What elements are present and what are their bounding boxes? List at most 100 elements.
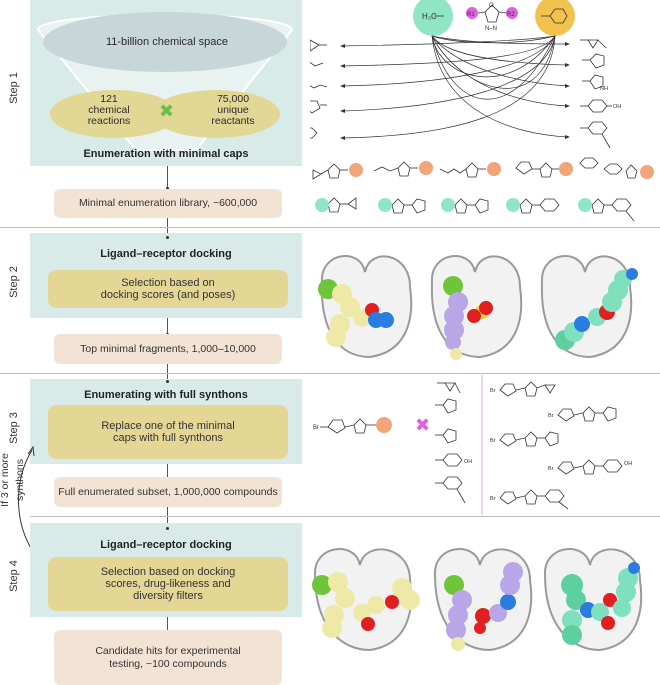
- chemical-space-text: 11-billion chemical space: [105, 36, 229, 48]
- full-products: [499, 381, 623, 510]
- step4-selection-line: scores, drug-likeness and: [105, 578, 231, 590]
- methyl-cap-circle: [413, 0, 453, 36]
- step-separator: [0, 373, 660, 374]
- step3-heading: Enumerating with full synthons: [84, 389, 248, 401]
- ethynylpyridine-fragment: [587, 121, 608, 135]
- connector-dot: [166, 187, 169, 190]
- reactions-line: chemical: [88, 104, 130, 116]
- step4-selection-line: diversity filters: [133, 590, 203, 602]
- step-separator: [0, 227, 660, 228]
- funnel-graphic: [36, 12, 294, 151]
- left-fragments: [310, 39, 328, 139]
- step3-selection-box: Replace one of the minimal caps with ful…: [48, 405, 288, 459]
- step4-result-box: Candidate hits for experimental testing,…: [54, 630, 282, 685]
- docking-pose-4: [312, 548, 420, 652]
- multiply-icon: ✖: [415, 415, 430, 435]
- step2-heading: Ligand–receptor docking: [100, 248, 232, 260]
- step3-synthon-scheme: Br ✖ OH Br Br Br Br Br OH: [313, 375, 632, 515]
- svg-text:O: O: [489, 3, 494, 9]
- bromothiophene-oxadiazole-cap: [320, 418, 376, 434]
- methylcyclopropyl-fragment: [587, 39, 599, 49]
- step2-label: Step 2: [7, 266, 20, 298]
- reactions-text: 121 chemical reactions: [60, 94, 158, 127]
- docking-pose-5: [433, 548, 533, 652]
- r1-circle: [466, 7, 478, 19]
- step4-selection-line: Selection based on docking: [100, 566, 236, 578]
- loop-arrowhead: [27, 445, 35, 457]
- reactions-ellipse: [50, 90, 178, 138]
- svg-text:OH: OH: [464, 459, 472, 465]
- orange-cap: [376, 417, 392, 433]
- step2-result-text: Top minimal fragments, 1,000–10,000: [80, 342, 256, 355]
- reactants-line: 75,000: [216, 93, 250, 105]
- step4-docking-poses: [312, 548, 643, 652]
- connector-dot: [166, 527, 169, 530]
- step3-selection-line: caps with full synthons: [112, 432, 224, 444]
- svg-text:N–N: N–N: [485, 26, 497, 32]
- connector-line: [167, 166, 168, 188]
- orange-capped-row: [312, 157, 638, 180]
- phenyl-cap-circle: [535, 0, 575, 36]
- connector-line: [167, 318, 168, 335]
- full-synthons: [435, 382, 466, 504]
- connector-line: [167, 464, 168, 478]
- svg-text:Br: Br: [490, 388, 496, 394]
- step1-result-box: Minimal enumeration library, ~600,000: [54, 189, 282, 218]
- step2-result-box: Top minimal fragments, 1,000–10,000: [54, 334, 282, 364]
- piperidine-fragment: [310, 127, 318, 139]
- reactions-line: reactions: [87, 115, 131, 127]
- step2-docking-poses: [318, 255, 638, 360]
- step-separator: [30, 516, 660, 517]
- phenyl-ring: [549, 8, 568, 24]
- multiply-icon: ✖: [159, 101, 175, 121]
- step4-result-line: Candidate hits for experimental: [95, 645, 241, 657]
- step1-result-text: Minimal enumeration library, ~600,000: [78, 197, 258, 210]
- step1-heading: Enumeration with minimal caps: [83, 148, 249, 160]
- propyl-fragment: [310, 61, 324, 67]
- pyrrol2yl-fragment: [589, 53, 605, 69]
- methyl-cap-label: H₃C: [422, 12, 437, 21]
- reactants-text: 75,000 unique reactants: [184, 94, 282, 127]
- svg-text:Br: Br: [548, 466, 554, 472]
- arrowheads: [340, 42, 570, 140]
- minimal-library-structures: [312, 157, 654, 222]
- step1-reaction-scheme: H₃C R1 R2 O N–N: [310, 0, 621, 149]
- svg-text:Br: Br: [490, 496, 496, 502]
- docking-pose-6: [543, 548, 643, 652]
- svg-text:OH: OH: [624, 461, 632, 467]
- svg-text:Br: Br: [313, 425, 319, 431]
- step3-selection-line: Replace one of the minimal: [101, 420, 235, 432]
- reactions-line: 121: [100, 93, 118, 105]
- teal-capped-row: [327, 197, 635, 222]
- step2-selection-box: Selection based on docking scores (and p…: [48, 270, 288, 308]
- svg-text:Br: Br: [490, 438, 496, 444]
- r2-circle: [506, 7, 518, 19]
- loop-arrow: [18, 445, 35, 551]
- step3-result-text: Full enumerated subset, 1,000,000 compou…: [58, 485, 278, 498]
- connector-line: [167, 617, 168, 636]
- step3-result-box: Full enumerated subset, 1,000,000 compou…: [54, 477, 282, 507]
- hydroxyphenyl-fragment: [587, 99, 608, 113]
- r1-label: R1: [467, 12, 475, 18]
- methoxyethyl-fragment: [310, 84, 328, 89]
- step2-selection-line: docking scores (and poses): [100, 289, 236, 301]
- docking-pose-2: [430, 255, 523, 360]
- loop-label-line2: synthons: [14, 458, 27, 502]
- loop-label-line1: If 3 or more: [0, 453, 11, 507]
- step2-selection-line: Selection based on: [121, 277, 215, 289]
- reactants-ellipse: [152, 90, 280, 138]
- step4-label: Step 4: [7, 560, 20, 592]
- svg-text:OH: OH: [613, 104, 621, 110]
- oxadiazole-ring: [484, 4, 500, 23]
- svg-text:NH: NH: [600, 86, 608, 92]
- left-reactant-arrows: [341, 35, 569, 139]
- r2-label: R2: [507, 12, 515, 18]
- docking-pose-3: [540, 255, 638, 359]
- connector-dot: [166, 380, 169, 383]
- step4-result-line: testing, ~100 compounds: [109, 657, 227, 670]
- step4-heading: Ligand–receptor docking: [100, 539, 232, 551]
- bromothiophene-fragment: [310, 100, 321, 114]
- svg-text:Br: Br: [548, 413, 554, 419]
- pyrrol3yl-fragment: [589, 74, 604, 90]
- connector-dot: [166, 236, 169, 239]
